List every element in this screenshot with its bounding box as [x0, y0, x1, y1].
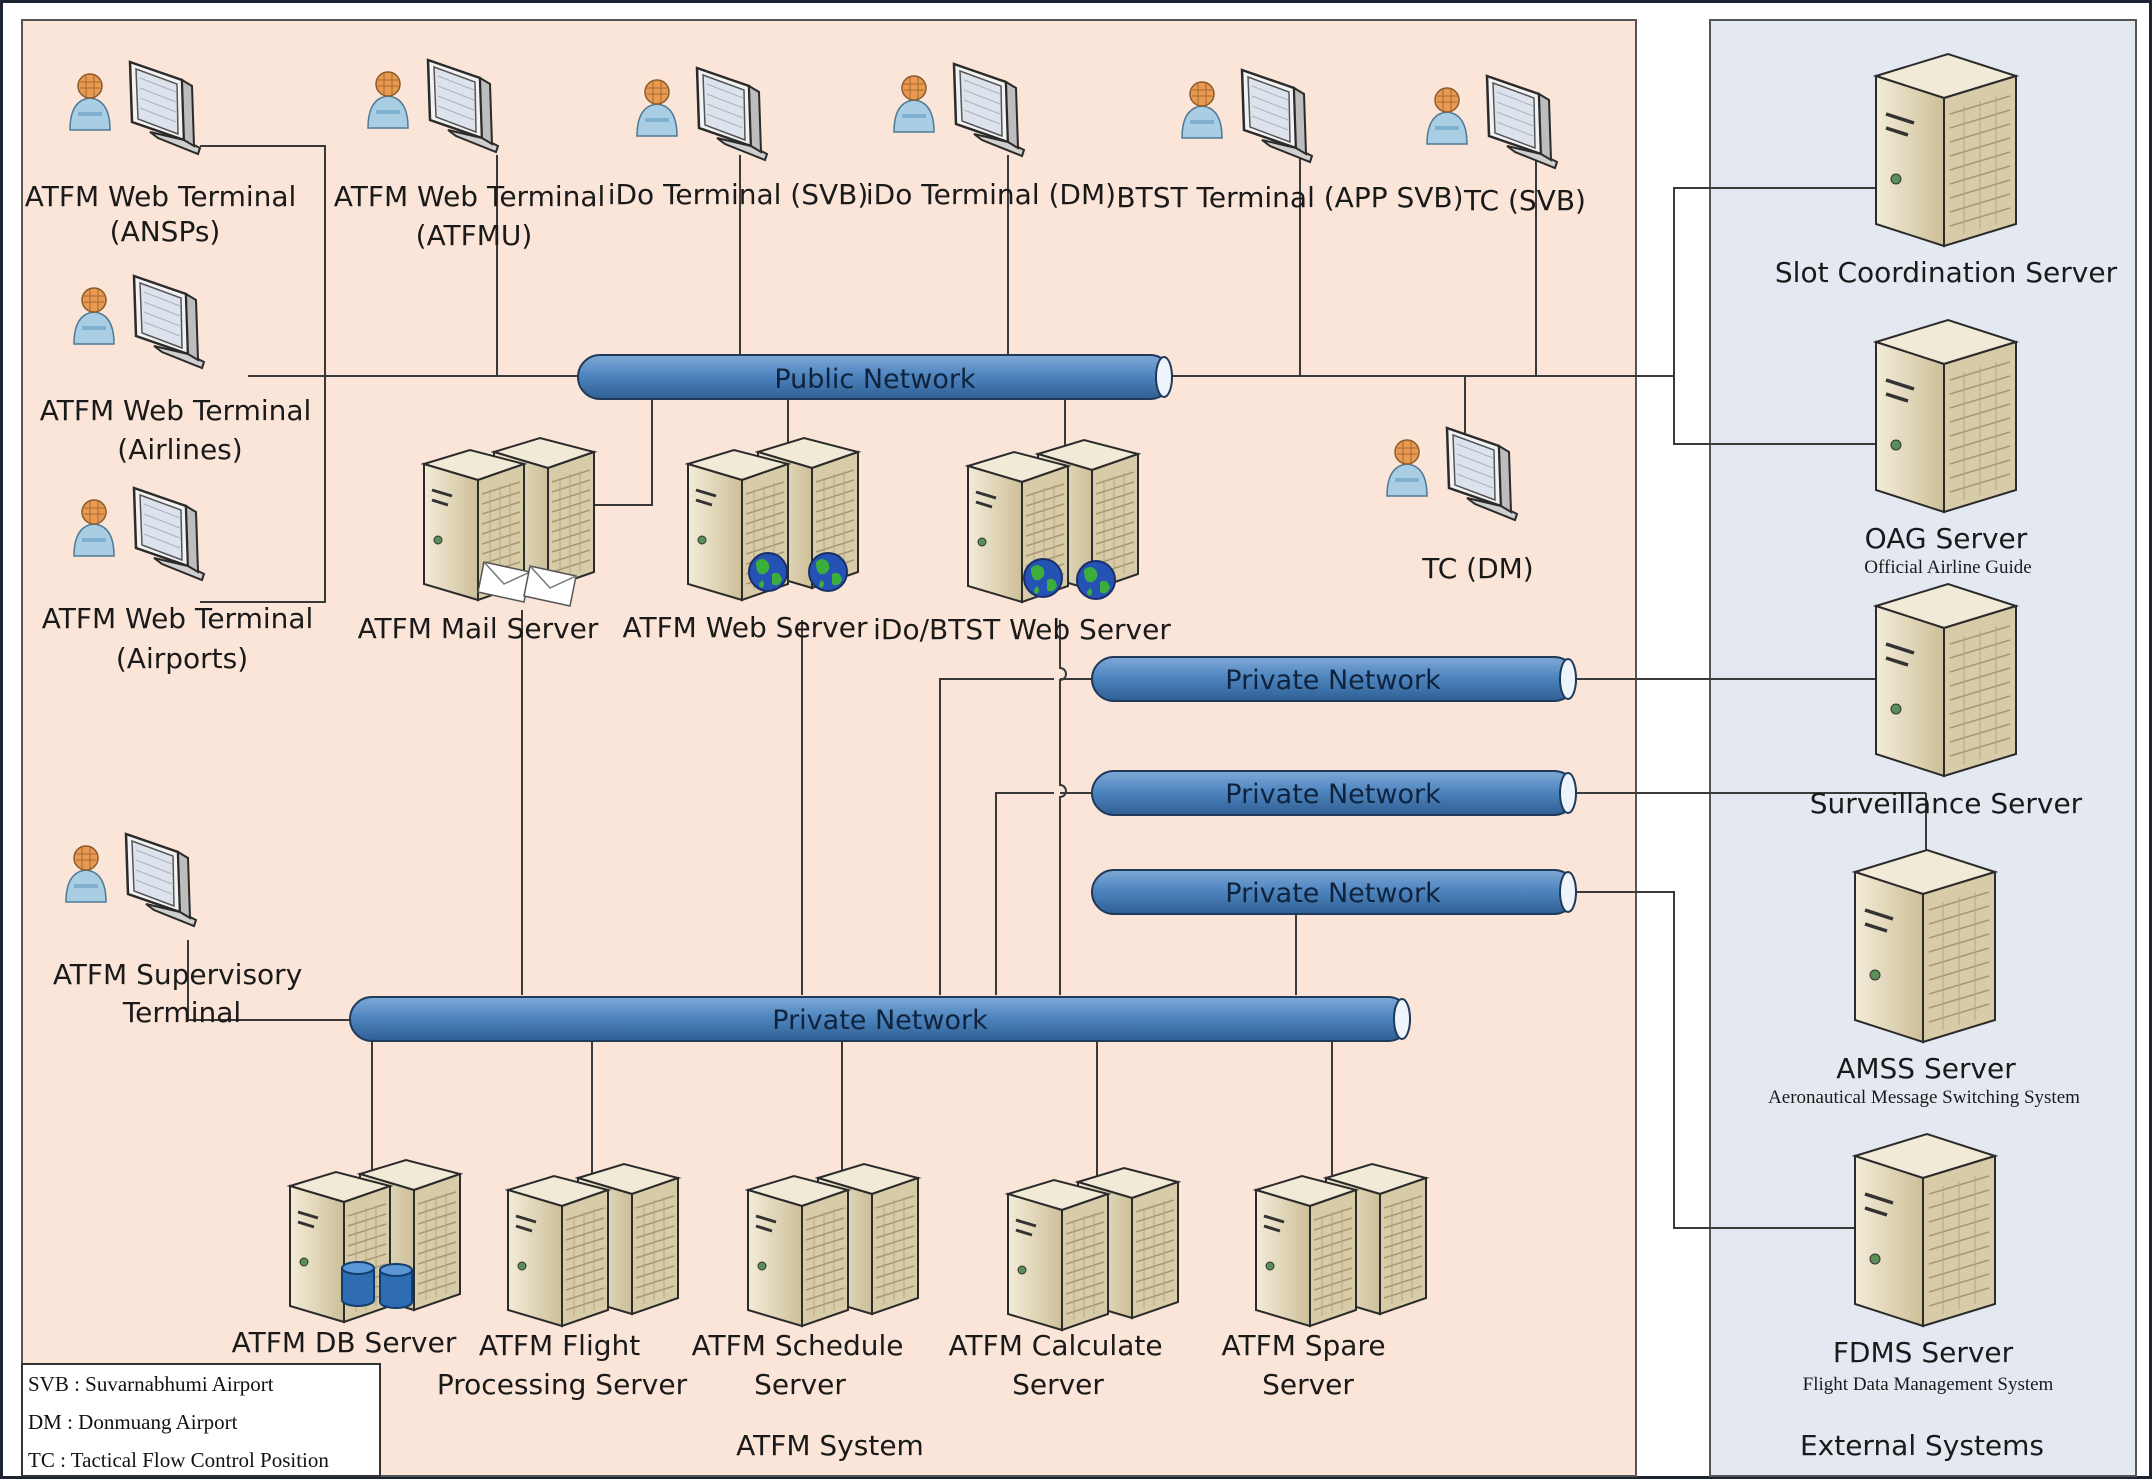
surveillance-server-label: Surveillance Server	[1810, 787, 2083, 820]
server-icon	[1256, 1164, 1426, 1326]
server-db: ATFM DB Server	[232, 1160, 460, 1359]
private-network-pipe-3: Private Network	[1091, 869, 1577, 915]
server-schedule: ATFM Schedule Server	[692, 1164, 918, 1401]
private-network-pipe-1: Private Network	[1091, 656, 1577, 702]
globe-icon	[1023, 558, 1063, 598]
private-network-1-label: Private Network	[1225, 665, 1441, 696]
terminal-supervisory-label: ATFM Supervisory Terminal	[53, 958, 311, 1029]
server-calculate: ATFM Calculate Server	[949, 1168, 1178, 1401]
server-spare-label: ATFM Spare Server	[1222, 1329, 1395, 1401]
database-icon	[379, 1263, 413, 1309]
legend-item-tc: TC : Tactical Flow Control Position	[28, 1448, 329, 1472]
terminal-ido-svb-label: iDo Terminal (SVB)	[608, 178, 869, 211]
server-ido-btst: iDo/BTST Web Server	[873, 440, 1171, 646]
server-web-label: ATFM Web Server	[622, 611, 868, 644]
globe-icon	[808, 552, 848, 592]
private-network-main-label: Private Network	[772, 1005, 988, 1036]
terminal-supervisory: ATFM Supervisory Terminal	[53, 834, 311, 1029]
terminal-atfmu: ATFM Web Terminal (ATFMU)	[334, 60, 614, 252]
public-network-pipe: Public Network	[577, 354, 1173, 400]
terminal-ido-dm-label: iDo Terminal (DM)	[866, 178, 1116, 211]
terminal-airports-label: ATFM Web Terminal (Airports)	[42, 602, 322, 675]
database-icon	[341, 1261, 375, 1307]
terminal-tc-dm: TC (DM)	[1387, 428, 1534, 585]
public-network-label: Public Network	[774, 364, 976, 395]
server-mail-label: ATFM Mail Server	[358, 612, 599, 645]
external-slot-coordination-server: Slot Coordination Server	[1775, 52, 2118, 289]
terminal-tc-dm-label: TC (DM)	[1421, 552, 1533, 585]
terminal-tc-svb-label: TC (SVB)	[1463, 184, 1586, 217]
terminal-airlines: ATFM Web Terminal (Airlines)	[40, 276, 320, 466]
server-icon	[1874, 582, 2018, 778]
server-schedule-label: ATFM Schedule Server	[692, 1329, 913, 1401]
server-calculate-label: ATFM Calculate Server	[949, 1329, 1172, 1401]
server-web: ATFM Web Server	[622, 438, 868, 644]
terminal-ansps-label: ATFM Web Terminal (ANSPs)	[25, 180, 305, 248]
connection-lines	[187, 145, 1927, 1229]
server-icon	[1008, 1168, 1178, 1330]
oag-server-description: Official Airline Guide	[1864, 557, 2031, 578]
server-flight-label: ATFM Flight Processing Server	[437, 1329, 688, 1401]
server-icon	[1853, 1132, 1997, 1328]
server-mail: ATFM Mail Server	[358, 438, 599, 645]
terminal-ido-dm: iDo Terminal (DM)	[866, 64, 1116, 211]
private-network-2-label: Private Network	[1225, 779, 1441, 810]
globe-icon	[748, 552, 788, 592]
server-icon	[748, 1164, 918, 1326]
external-fdms-server: FDMS Server Flight Data Management Syste…	[1803, 1132, 2054, 1395]
legend-item-dm: DM : Donmuang Airport	[28, 1410, 238, 1434]
terminal-airlines-label: ATFM Web Terminal (Airlines)	[40, 394, 320, 466]
server-icon	[1874, 52, 2018, 248]
server-spare: ATFM Spare Server	[1222, 1164, 1426, 1401]
terminal-btst-svb: BTST Terminal (APP SVB)	[1116, 70, 1464, 214]
fdms-server-label: FDMS Server	[1833, 1336, 2014, 1369]
fdms-server-description: Flight Data Management System	[1803, 1374, 2054, 1395]
terminal-airports: ATFM Web Terminal (Airports)	[42, 488, 322, 675]
terminal-atfmu-label: ATFM Web Terminal (ATFMU)	[334, 180, 614, 252]
oag-server-label: OAG Server	[1865, 522, 2028, 555]
legend-item-svb: SVB : Suvarnabhumi Airport	[28, 1372, 274, 1396]
server-icon	[1853, 848, 1997, 1044]
amss-server-description: Aeronautical Message Switching System	[1768, 1087, 2080, 1108]
terminal-ansps: ATFM Web Terminal (ANSPs)	[25, 62, 305, 248]
terminal-tc-svb: TC (SVB)	[1427, 76, 1586, 217]
private-network-3-label: Private Network	[1225, 878, 1441, 909]
server-flight: ATFM Flight Processing Server	[437, 1164, 688, 1401]
abbreviation-legend: SVB : Suvarnabhumi Airport DM : Donmuang…	[21, 1363, 381, 1477]
private-network-pipe-2: Private Network	[1091, 770, 1577, 816]
server-db-label: ATFM DB Server	[232, 1326, 457, 1359]
globe-icon	[1076, 560, 1116, 600]
atfm-system-title: ATFM System	[736, 1429, 924, 1462]
terminal-ido-svb: iDo Terminal (SVB)	[608, 68, 869, 211]
server-icon	[508, 1164, 678, 1326]
private-network-main-pipe: Private Network	[349, 996, 1411, 1042]
server-icon	[1874, 318, 2018, 514]
external-oag-server: OAG Server Official Airline Guide	[1864, 318, 2032, 578]
server-ido-btst-label: iDo/BTST Web Server	[873, 613, 1171, 646]
amss-server-label: AMSS Server	[1836, 1052, 2016, 1085]
terminal-btst-svb-label: BTST Terminal (APP SVB)	[1116, 181, 1463, 214]
external-systems-title: External Systems	[1800, 1429, 2044, 1462]
external-surveillance-server: Surveillance Server	[1810, 582, 2083, 820]
slot-server-label: Slot Coordination Server	[1775, 256, 2118, 289]
external-amss-server: AMSS Server Aeronautical Message Switchi…	[1768, 848, 2080, 1108]
